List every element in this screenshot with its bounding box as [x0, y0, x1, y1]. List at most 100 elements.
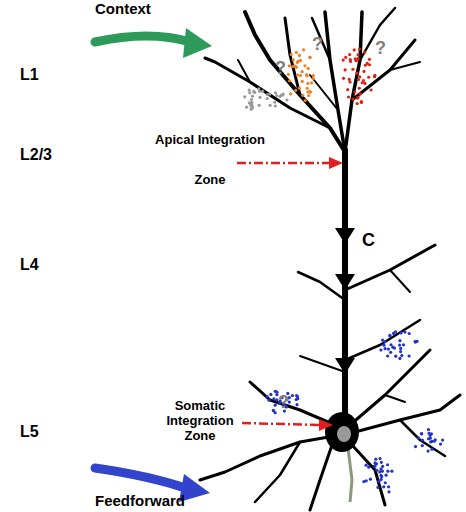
somatic-zone-arrow — [242, 419, 333, 431]
synapse-dot — [301, 94, 304, 97]
synapse-dot — [295, 51, 298, 54]
synapse-dot — [288, 64, 291, 67]
question-mark: ? — [375, 38, 391, 58]
synapse-dot — [344, 68, 347, 71]
synapse-dot — [427, 428, 430, 431]
synapse-dot — [253, 91, 256, 94]
synapse-dot — [295, 394, 298, 397]
synapse-dot — [375, 469, 378, 472]
synapse-dot — [269, 104, 272, 107]
synapse-dot — [382, 485, 385, 488]
synapse-dot — [305, 74, 308, 77]
synapse-dot — [290, 53, 293, 56]
layer-label: L2/3 — [20, 146, 70, 164]
synapse-dot — [257, 104, 260, 107]
synapse-dot — [430, 432, 433, 435]
synapse-dots — [243, 47, 444, 493]
synapse-dot — [312, 74, 315, 77]
synapse-dot — [353, 90, 356, 93]
synapse-dot — [347, 95, 350, 98]
question-mark: ? — [275, 58, 291, 78]
synapse-dot — [298, 87, 301, 90]
synapse-dot — [308, 56, 311, 59]
synapse-dot — [306, 82, 309, 85]
synapse-dot — [421, 439, 424, 442]
synapse-dot — [299, 59, 302, 62]
synapse-dot — [351, 97, 354, 100]
synapse-dot — [380, 478, 383, 481]
synapse-dot — [349, 60, 352, 63]
synapse-dot — [398, 343, 401, 346]
synapse-dot — [274, 91, 277, 94]
synapse-dot — [363, 51, 366, 54]
synapse-dot — [383, 347, 386, 350]
soma-core — [337, 426, 351, 442]
synapse-dot — [272, 409, 275, 412]
apical-zone-arrow — [237, 157, 343, 169]
synapse-dot — [392, 332, 395, 335]
synapse-dot — [421, 444, 424, 447]
synapse-dot — [344, 56, 347, 59]
synapse-dot — [363, 82, 366, 85]
synapse-dot — [360, 101, 363, 104]
synapse-dot — [368, 63, 371, 66]
layer-label: L1 — [20, 66, 60, 84]
synapse-dot — [369, 88, 372, 91]
synapse-dot — [427, 437, 430, 440]
synapse-dot — [357, 78, 360, 81]
synapse-dot — [298, 54, 301, 57]
synapse-dot — [269, 393, 272, 396]
synapse-dot — [303, 64, 306, 67]
synapse-dot — [248, 88, 251, 91]
synapse-dot — [380, 475, 383, 478]
synapse-dot — [373, 461, 376, 464]
synapse-dot — [376, 486, 379, 489]
synapse-dot — [274, 104, 277, 107]
synapse-dot — [439, 442, 442, 445]
synapse-dot — [379, 348, 382, 351]
synapse-dot — [267, 399, 270, 402]
synapse-dot — [381, 465, 384, 468]
synapse-dot — [373, 465, 376, 468]
synapse-dot — [308, 56, 311, 59]
synapse-dot — [275, 94, 278, 97]
synapse-dot — [398, 339, 401, 342]
synapse-dot — [251, 95, 254, 98]
synapse-dot — [295, 403, 298, 406]
synapse-dot — [302, 48, 305, 51]
synapse-dot — [399, 350, 402, 353]
synapse-dot — [299, 74, 302, 77]
synapse-dot — [384, 481, 387, 484]
synapse-dot — [356, 102, 359, 105]
soma — [325, 412, 359, 452]
synapse-dot — [307, 94, 310, 97]
current-label: C — [362, 230, 382, 250]
synapse-dot — [258, 96, 261, 99]
synapse-dot — [272, 397, 275, 400]
synapse-dot — [402, 343, 405, 346]
synapse-dot — [273, 101, 276, 104]
synapse-dot — [360, 100, 363, 103]
synapse-dot — [358, 47, 361, 50]
synapse-dot — [381, 339, 384, 342]
synapse-dot — [348, 53, 351, 56]
synapse-dot — [346, 88, 349, 91]
synapse-dot — [261, 90, 264, 93]
synapse-dot — [386, 354, 389, 357]
synapse-dot — [289, 92, 292, 95]
synapse-dot — [368, 58, 371, 61]
synapse-dot — [294, 89, 297, 92]
synapse-dot — [353, 48, 356, 51]
synapse-dot — [272, 409, 275, 412]
synapse-dot — [275, 398, 278, 401]
synapse-dot — [310, 81, 313, 84]
synapse-dot — [248, 91, 251, 94]
synapse-dot — [433, 439, 436, 442]
synapse-dot — [243, 95, 246, 98]
input-label: Context — [95, 0, 185, 18]
synapse-dot — [250, 98, 253, 101]
synapse-dot — [356, 97, 359, 100]
synapse-dot — [388, 334, 391, 337]
synapse-dot — [420, 432, 423, 435]
